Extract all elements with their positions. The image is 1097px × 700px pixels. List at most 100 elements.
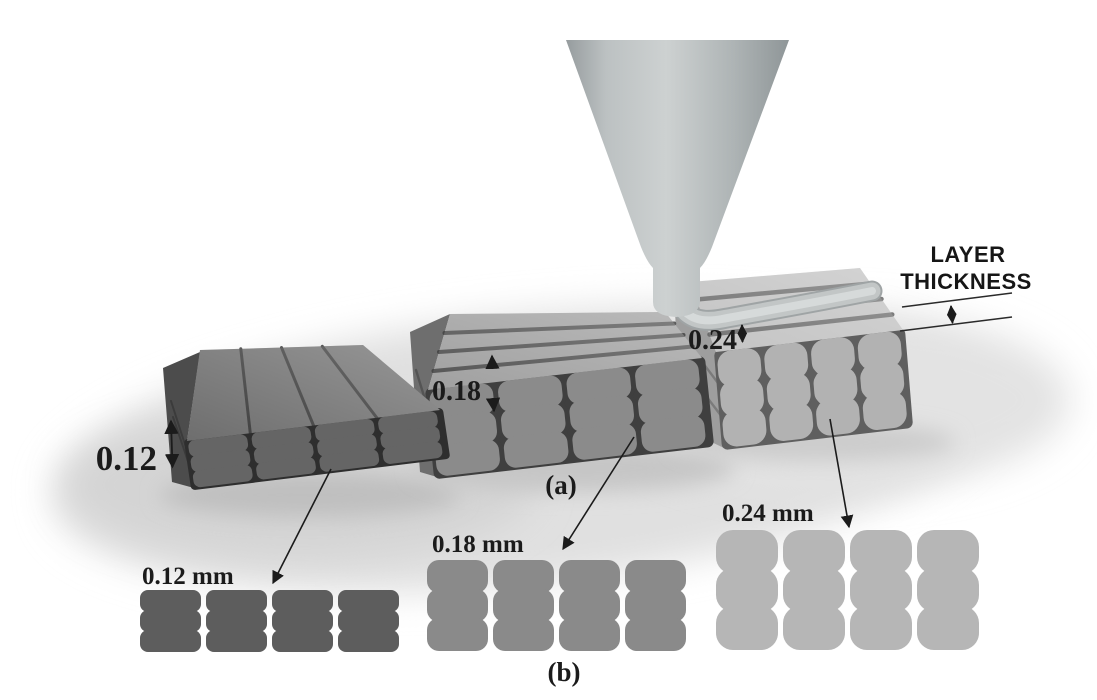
strand-end <box>503 431 569 468</box>
strand-cross-section <box>493 618 554 651</box>
strand-end <box>498 375 563 412</box>
void-diamond <box>762 402 773 418</box>
void-diamond <box>807 366 818 382</box>
strand-cross-section <box>850 568 912 612</box>
strand-end <box>640 415 706 452</box>
section-pointer-arrow-024 <box>829 418 854 529</box>
strand-end <box>764 342 809 381</box>
void-diamond <box>252 461 258 469</box>
extruded-strand <box>667 280 883 331</box>
strand-end <box>857 331 902 370</box>
section-pointer-arrow-012 <box>272 468 332 585</box>
cross-section-label-024: 0.24 mm <box>722 500 814 527</box>
layer-thickness-callout: LAYER THICKNESS <box>899 242 1031 332</box>
void-diamond <box>566 425 575 438</box>
strand-ends <box>717 331 907 447</box>
void-diamond <box>376 430 382 438</box>
strand-cross-section <box>140 630 201 652</box>
dimension-label-024: 0.24 <box>688 325 737 356</box>
strand-cross-section <box>140 610 201 632</box>
dimension-024: 0.24 <box>688 324 748 356</box>
dimension-label-012: 0.12 <box>96 439 157 478</box>
bracket-line-top <box>901 292 1013 308</box>
void-diamond <box>564 397 573 410</box>
nozzle-cone <box>566 40 789 317</box>
strand-cross-section <box>427 589 488 622</box>
strand-cross-section <box>272 610 333 632</box>
strand-cross-section <box>338 610 399 632</box>
layer-thickness-label-line1: LAYER <box>930 242 1005 267</box>
void-diamonds <box>495 389 644 446</box>
dimension-arrow-018-up <box>485 354 500 370</box>
strand-end <box>637 387 703 424</box>
strand-ends <box>188 411 443 488</box>
void-diamond <box>809 396 820 412</box>
bracket-line-bottom <box>899 316 1013 332</box>
strand-end <box>816 397 860 436</box>
panel-b-label: (b) <box>548 657 581 687</box>
section-pointer-arrow-018 <box>562 436 635 551</box>
block-front-face <box>714 328 913 450</box>
strand-cross-section <box>206 610 267 632</box>
strand-cross-section <box>625 560 686 593</box>
void-diamond <box>853 361 864 377</box>
strand-end <box>435 439 500 476</box>
void-diamond <box>379 445 384 453</box>
strand-end <box>766 372 811 411</box>
strand-end <box>722 408 767 447</box>
strand-cross-section <box>559 589 620 622</box>
strand-end <box>256 457 316 480</box>
strand-cross-section <box>427 560 488 593</box>
dimension-012: 0.12 <box>96 419 180 478</box>
void-diamond <box>498 433 507 446</box>
void-diamond <box>313 438 319 446</box>
strand-end <box>635 359 700 396</box>
block-front-face <box>425 356 714 479</box>
strand-end <box>717 348 762 387</box>
strand-end <box>769 402 814 441</box>
strand-cross-section <box>917 606 979 650</box>
strand-cross-section <box>917 568 979 612</box>
strand-cross-section <box>206 590 267 612</box>
dimension-arrow-024 <box>737 324 748 343</box>
strand-end <box>860 361 905 400</box>
strand-cross-section <box>783 606 845 650</box>
bracket-thickness-arrow <box>946 305 957 324</box>
strand-ends <box>429 359 706 476</box>
void-diamond <box>632 389 641 402</box>
void-diamond <box>635 417 644 430</box>
strand-end <box>429 383 495 420</box>
strand-cross-section <box>493 589 554 622</box>
strand-cross-section <box>783 530 845 574</box>
top-face-sheen <box>187 345 440 441</box>
strand-end <box>432 411 498 448</box>
strand-cross-section <box>427 618 488 651</box>
strand-cross-section <box>850 530 912 574</box>
top-face-sheen <box>428 312 702 390</box>
strand-cross-section <box>783 568 845 612</box>
block-front-face <box>184 408 450 490</box>
void-diamond <box>856 391 867 407</box>
strand-end <box>862 391 907 430</box>
strand-end <box>813 367 858 406</box>
strand-end <box>500 403 566 440</box>
cross-section-label-012: 0.12 mm <box>142 563 234 590</box>
strand-cross-section <box>559 560 620 593</box>
cross-section-label-018: 0.18 mm <box>432 531 524 558</box>
strand-cross-section <box>272 590 333 612</box>
void-diamond <box>315 453 321 461</box>
strand-cross-section <box>850 606 912 650</box>
void-diamonds <box>760 361 867 418</box>
panel-a-label: (a) <box>545 470 576 500</box>
printed-block-018 <box>410 312 714 479</box>
strand-cross-section <box>559 618 620 651</box>
dimension-arrow-018-down <box>485 397 501 413</box>
strand-cross-section <box>716 530 778 574</box>
cross-section-012: 0.12 mm <box>140 563 399 652</box>
cross-section-018: 0.18 mm <box>427 531 686 651</box>
strand-cross-section <box>140 590 201 612</box>
strand-cross-section <box>338 590 399 612</box>
dimension-arrow-012 <box>164 419 180 469</box>
void-diamond <box>760 372 771 388</box>
